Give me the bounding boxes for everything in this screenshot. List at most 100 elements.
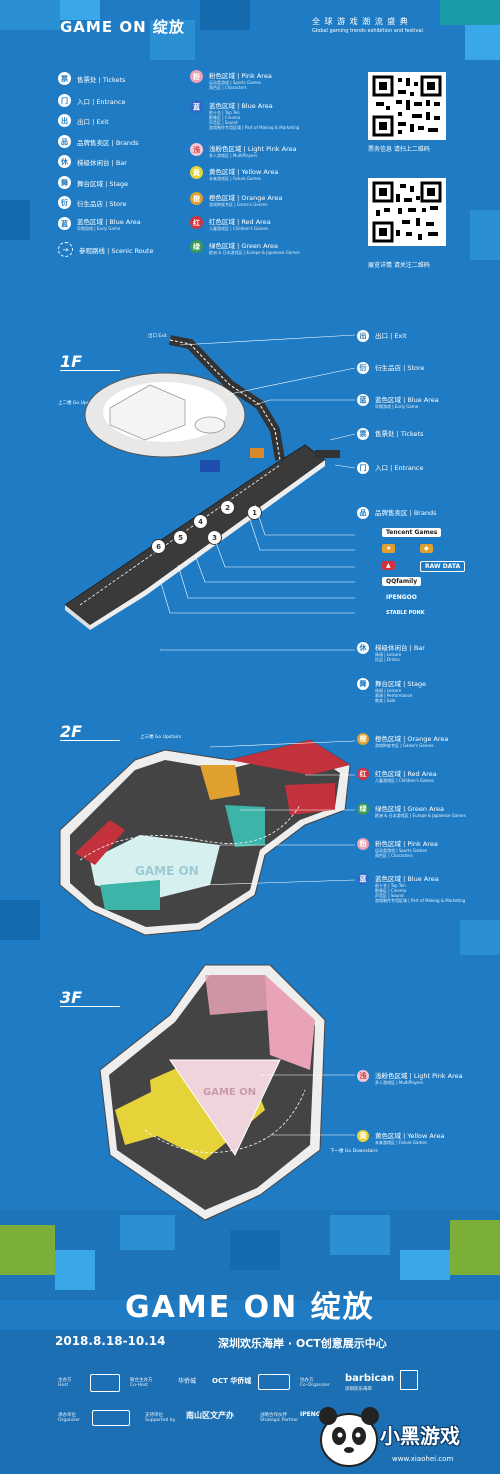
downstairs-tag-3f: 下一楼 Go Downstairs — [330, 1149, 378, 1154]
qr-label-tickets: 票务信息 请扫上二维码 — [368, 146, 430, 153]
floor-3f-leader-lines — [260, 1074, 355, 1136]
floor-label-1f: 1F — [60, 352, 83, 371]
partner-logo-barbican: barbican — [345, 1373, 395, 1384]
pink-area-icon: 粉 — [357, 838, 369, 850]
brand-logo-stable-ponk: STABLE PONK — [386, 610, 425, 616]
brand-marker-3: 3 — [207, 530, 222, 545]
store-icon: 衍 — [357, 362, 369, 374]
exit-tag: 出口 Exit — [148, 334, 167, 339]
route-arrow-icon: → — [58, 242, 73, 257]
footer-logo: GAME ON 绽放 — [125, 1290, 375, 1325]
event-venue: 深圳欢乐海岸 · OCT创意展示中心 — [218, 1337, 387, 1350]
callout-1f-store: 衍 衍生品店 | Store — [357, 362, 425, 374]
legend-item-bar: 休 梯级休闲台 | Bar — [58, 155, 127, 168]
brand-logo-game-2: ◆ — [420, 544, 433, 553]
brand-logo-game-3: ▲ — [382, 561, 395, 570]
floor-underline — [60, 1006, 120, 1007]
qr-code-tickets[interactable] — [368, 72, 446, 140]
qr-code-icon — [372, 181, 442, 243]
bar-icon: 休 — [357, 642, 369, 654]
floor-3f-map: GAME ON — [99, 964, 326, 1221]
partner-logo-huaqiaocheng: 华侨城 — [178, 1378, 197, 1385]
store-icon: 衍 — [58, 196, 71, 209]
floor-1f-leader-lines — [160, 334, 356, 651]
footer-date-venue-bar: 2018.8.18-10.14 深圳欢乐海岸 · OCT创意展示中心 — [0, 1330, 500, 1352]
crest-icon — [400, 1370, 418, 1390]
brands-icon: 品 — [357, 507, 369, 519]
blue-area-icon: 蓝 — [357, 394, 369, 406]
legend-item-tickets: 票 售票处 | Tickets — [58, 72, 125, 85]
tickets-icon: 票 — [58, 72, 71, 85]
callout-1f-brands: 品 品牌售卖区 | Brands — [357, 507, 437, 519]
light-pink-area-icon: 浅 — [357, 1070, 369, 1082]
event-date: 2018.8.18-10.14 — [55, 1334, 166, 1348]
exit-icon: 出 — [58, 114, 71, 127]
blue-area-icon: 蓝 — [357, 873, 369, 885]
brands-icon: 品 — [58, 135, 71, 148]
callout-1f-entrance: 门 入口 | Entrance — [357, 462, 423, 474]
red-area-icon: 红 — [357, 768, 369, 780]
partner-logo-3 — [258, 1374, 290, 1390]
exit-icon: 出 — [357, 330, 369, 342]
header-logo: GAME ON 绽放 — [60, 18, 185, 36]
upstairs-tag-2f: 上三楼 Go Upstairs — [140, 735, 182, 740]
yellow-area-icon: 黄 — [357, 1130, 369, 1142]
brand-marker-6: 6 — [151, 539, 166, 554]
pink-area-icon: 粉 — [190, 70, 203, 83]
light-pink-area-icon: 浅 — [190, 143, 203, 156]
stage-icon: 舞 — [357, 678, 369, 690]
floor-underline — [60, 740, 120, 741]
floor-underline — [60, 370, 120, 371]
qr-label-details: 展览详情 请关注二维码 — [368, 262, 430, 269]
tickets-icon: 票 — [357, 428, 369, 440]
partner-logo-ipengoo: IPENGOO — [300, 1411, 331, 1418]
legend-item-brands: 品 品牌售卖区 | Brands — [58, 135, 139, 148]
watermark-logo: 小黑游戏 — [380, 1424, 460, 1448]
brand-marker-5: 5 — [173, 530, 188, 545]
floor-2f-leader-lines — [200, 740, 356, 886]
floor-1f-map — [64, 335, 340, 630]
header-title-en: Global gaming trends exhibition and fest… — [312, 28, 423, 34]
orange-area-icon: 橙 — [357, 733, 369, 745]
brand-marker-1: 1 — [247, 505, 262, 520]
panda-mascot-icon — [319, 1407, 379, 1467]
header-title-cn: 全 球 游 戏 潮 流 盛 典 — [312, 17, 409, 26]
map-watermark-logo: GAME ON — [203, 1087, 256, 1098]
organizer-logo — [92, 1410, 130, 1426]
yellow-area-icon: 黄 — [190, 166, 203, 179]
green-area-icon: 绿 — [357, 803, 369, 815]
callout-1f-tickets: 票 售票处 | Tickets — [357, 428, 423, 440]
entrance-icon: 门 — [357, 462, 369, 474]
blue-area-icon: 蓝 — [58, 217, 71, 230]
qr-code-details[interactable] — [368, 178, 446, 246]
brand-marker-4: 4 — [193, 514, 208, 529]
brand-logo-ipengoo: IPENGOO — [386, 594, 417, 601]
host-logo — [90, 1374, 120, 1392]
orange-area-icon: 橙 — [190, 192, 203, 205]
map-watermark-logo: GAME ON — [135, 864, 199, 878]
bar-icon: 休 — [58, 155, 71, 168]
legend-item-entrance: 门 入口 | Entrance — [58, 94, 125, 107]
qr-code-icon — [372, 75, 442, 137]
legend-item-store: 衍 衍生品店 | Store — [58, 196, 127, 209]
partner-logo-happy-harbour: 深圳欢乐海岸 — [345, 1387, 372, 1392]
callout-1f-exit: 出 出口 | Exit — [357, 330, 407, 342]
watermark-url[interactable]: www.xiaohei.com — [392, 1455, 454, 1463]
legend-item-exit: 出 出口 | Exit — [58, 114, 109, 127]
